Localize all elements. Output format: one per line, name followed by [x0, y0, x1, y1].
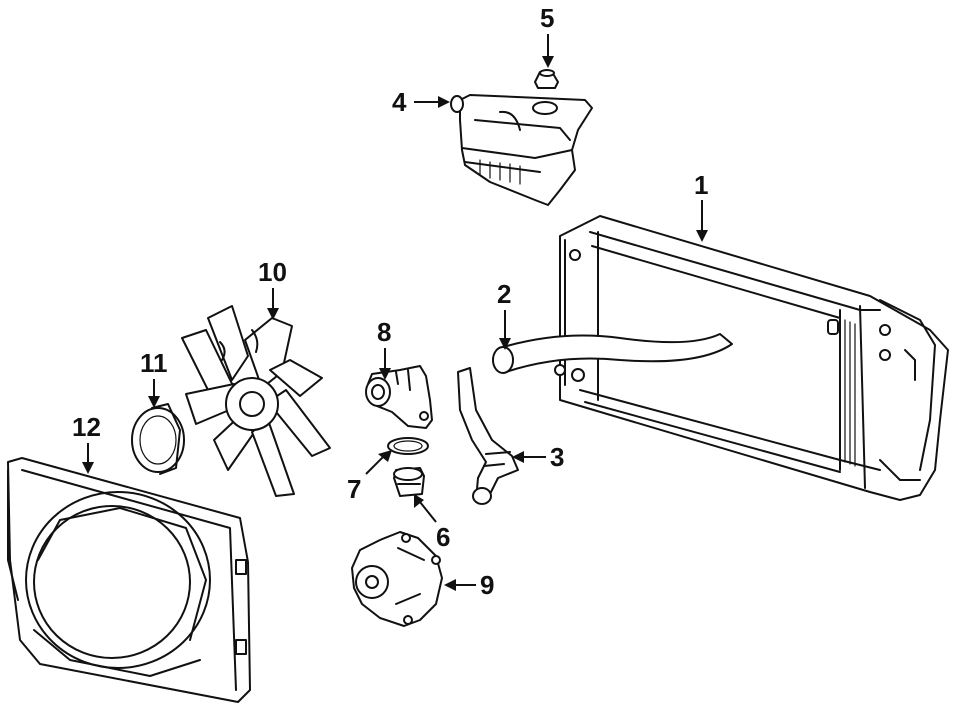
reservoir-cap	[534, 69, 559, 89]
callout-1: 1	[694, 170, 708, 242]
callout-12: 12	[72, 412, 101, 474]
lower-radiator-hose	[457, 367, 519, 505]
coolant-reservoir	[450, 94, 593, 206]
fan-shroud	[7, 457, 251, 703]
callout-5-label: 5	[540, 3, 554, 33]
thermostat-gasket	[387, 437, 429, 455]
callout-8: 8	[377, 317, 391, 380]
callout-7: 7	[347, 450, 392, 504]
callout-10: 10	[258, 257, 287, 320]
callout-10-label: 10	[258, 257, 287, 287]
cooling-fan	[181, 305, 331, 497]
callout-12-label: 12	[72, 412, 101, 442]
upper-radiator-hose	[492, 333, 733, 374]
callout-3-label: 3	[550, 442, 564, 472]
callout-9: 9	[444, 570, 494, 600]
callout-1-label: 1	[694, 170, 708, 200]
callout-11: 11	[140, 348, 168, 408]
callout-9-label: 9	[480, 570, 494, 600]
fan-clutch	[131, 403, 185, 475]
water-pump	[351, 531, 443, 627]
callout-11-label: 11	[140, 348, 168, 378]
callout-5: 5	[540, 3, 554, 68]
thermostat	[393, 467, 425, 497]
callout-4-label: 4	[392, 87, 407, 117]
callout-3: 3	[512, 442, 564, 472]
radiator	[554, 215, 949, 501]
thermostat-housing	[365, 365, 433, 429]
callout-7-label: 7	[347, 474, 361, 504]
callout-8-label: 8	[377, 317, 391, 347]
callout-2-label: 2	[497, 279, 511, 309]
callout-6: 6	[414, 494, 450, 552]
callout-2: 2	[497, 279, 511, 350]
callout-4: 4	[392, 87, 450, 117]
callout-6-label: 6	[436, 522, 450, 552]
